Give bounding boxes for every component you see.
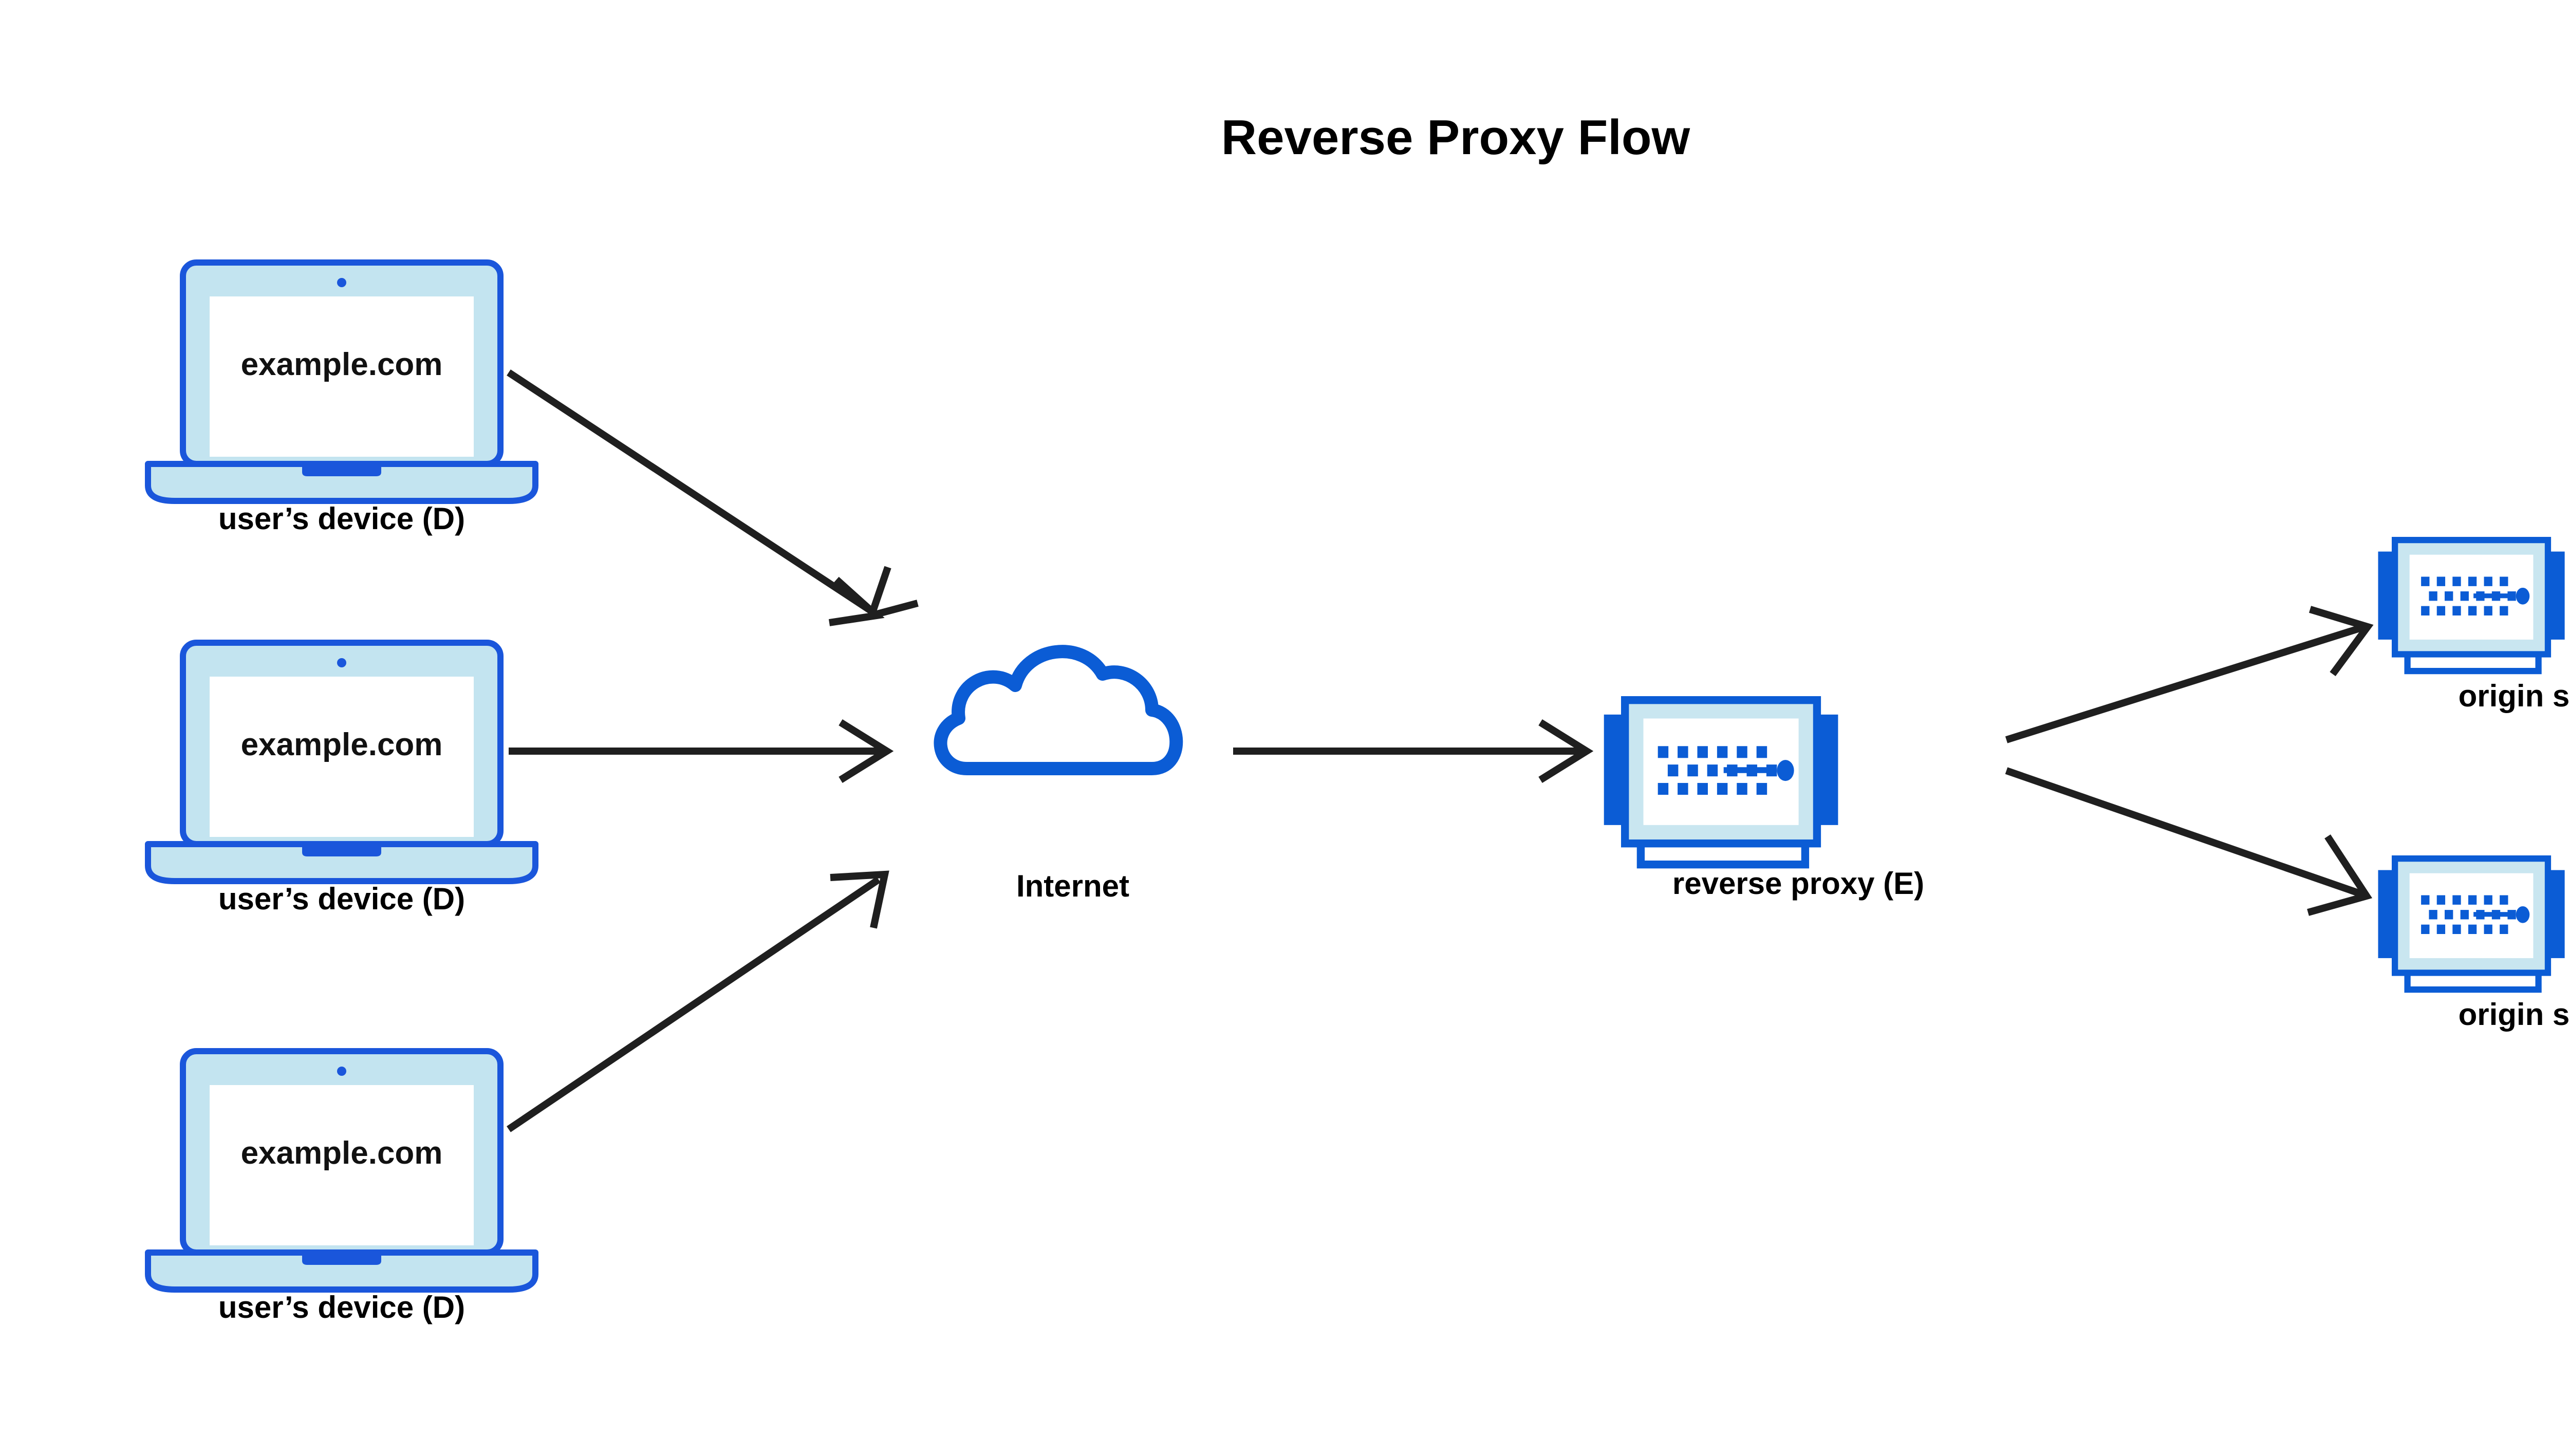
origin-server-label-top: origin server (F) xyxy=(2459,679,2569,713)
origin-server-label-bottom: origin server (F) xyxy=(2459,997,2569,1032)
edge-device-top-to-internet xyxy=(507,369,919,626)
edge-device-bottom-to-internet xyxy=(507,870,889,1132)
device-label-middle: user’s device (D) xyxy=(218,882,465,916)
device-screen-url-top: example.com xyxy=(241,347,443,382)
server-icon xyxy=(2378,858,2564,990)
edge-proxy-to-origin-bottom xyxy=(2005,767,2373,916)
node-origin-server-bottom[interactable]: origin server (F) xyxy=(2378,858,2569,1032)
device-screen-url-middle: example.com xyxy=(241,727,443,762)
reverse-proxy-label: reverse proxy (E) xyxy=(1672,866,1924,901)
edge-internet-to-proxy xyxy=(1233,719,1594,783)
page-title: Reverse Proxy Flow xyxy=(1221,110,1690,165)
server-icon xyxy=(2378,540,2564,671)
node-internet[interactable]: Internet xyxy=(941,651,1177,903)
node-user-device-top[interactable]: example.com user’s device (D) xyxy=(148,263,535,536)
node-reverse-proxy[interactable]: reverse proxy (E) xyxy=(1604,700,1924,901)
edge-proxy-to-origin-top xyxy=(2005,606,2374,743)
device-label-top: user’s device (D) xyxy=(218,501,465,536)
device-screen-url-bottom: example.com xyxy=(241,1135,443,1171)
server-icon xyxy=(1604,700,1838,865)
internet-label: Internet xyxy=(1016,869,1129,903)
cloud-icon xyxy=(941,651,1177,769)
edge-device-middle-to-internet xyxy=(509,719,894,783)
node-origin-server-top[interactable]: origin server (F) xyxy=(2378,540,2569,713)
node-user-device-bottom[interactable]: example.com user’s device (D) xyxy=(148,1051,535,1324)
node-user-device-middle[interactable]: example.com user’s device (D) xyxy=(148,643,535,916)
device-label-bottom: user’s device (D) xyxy=(218,1290,465,1324)
